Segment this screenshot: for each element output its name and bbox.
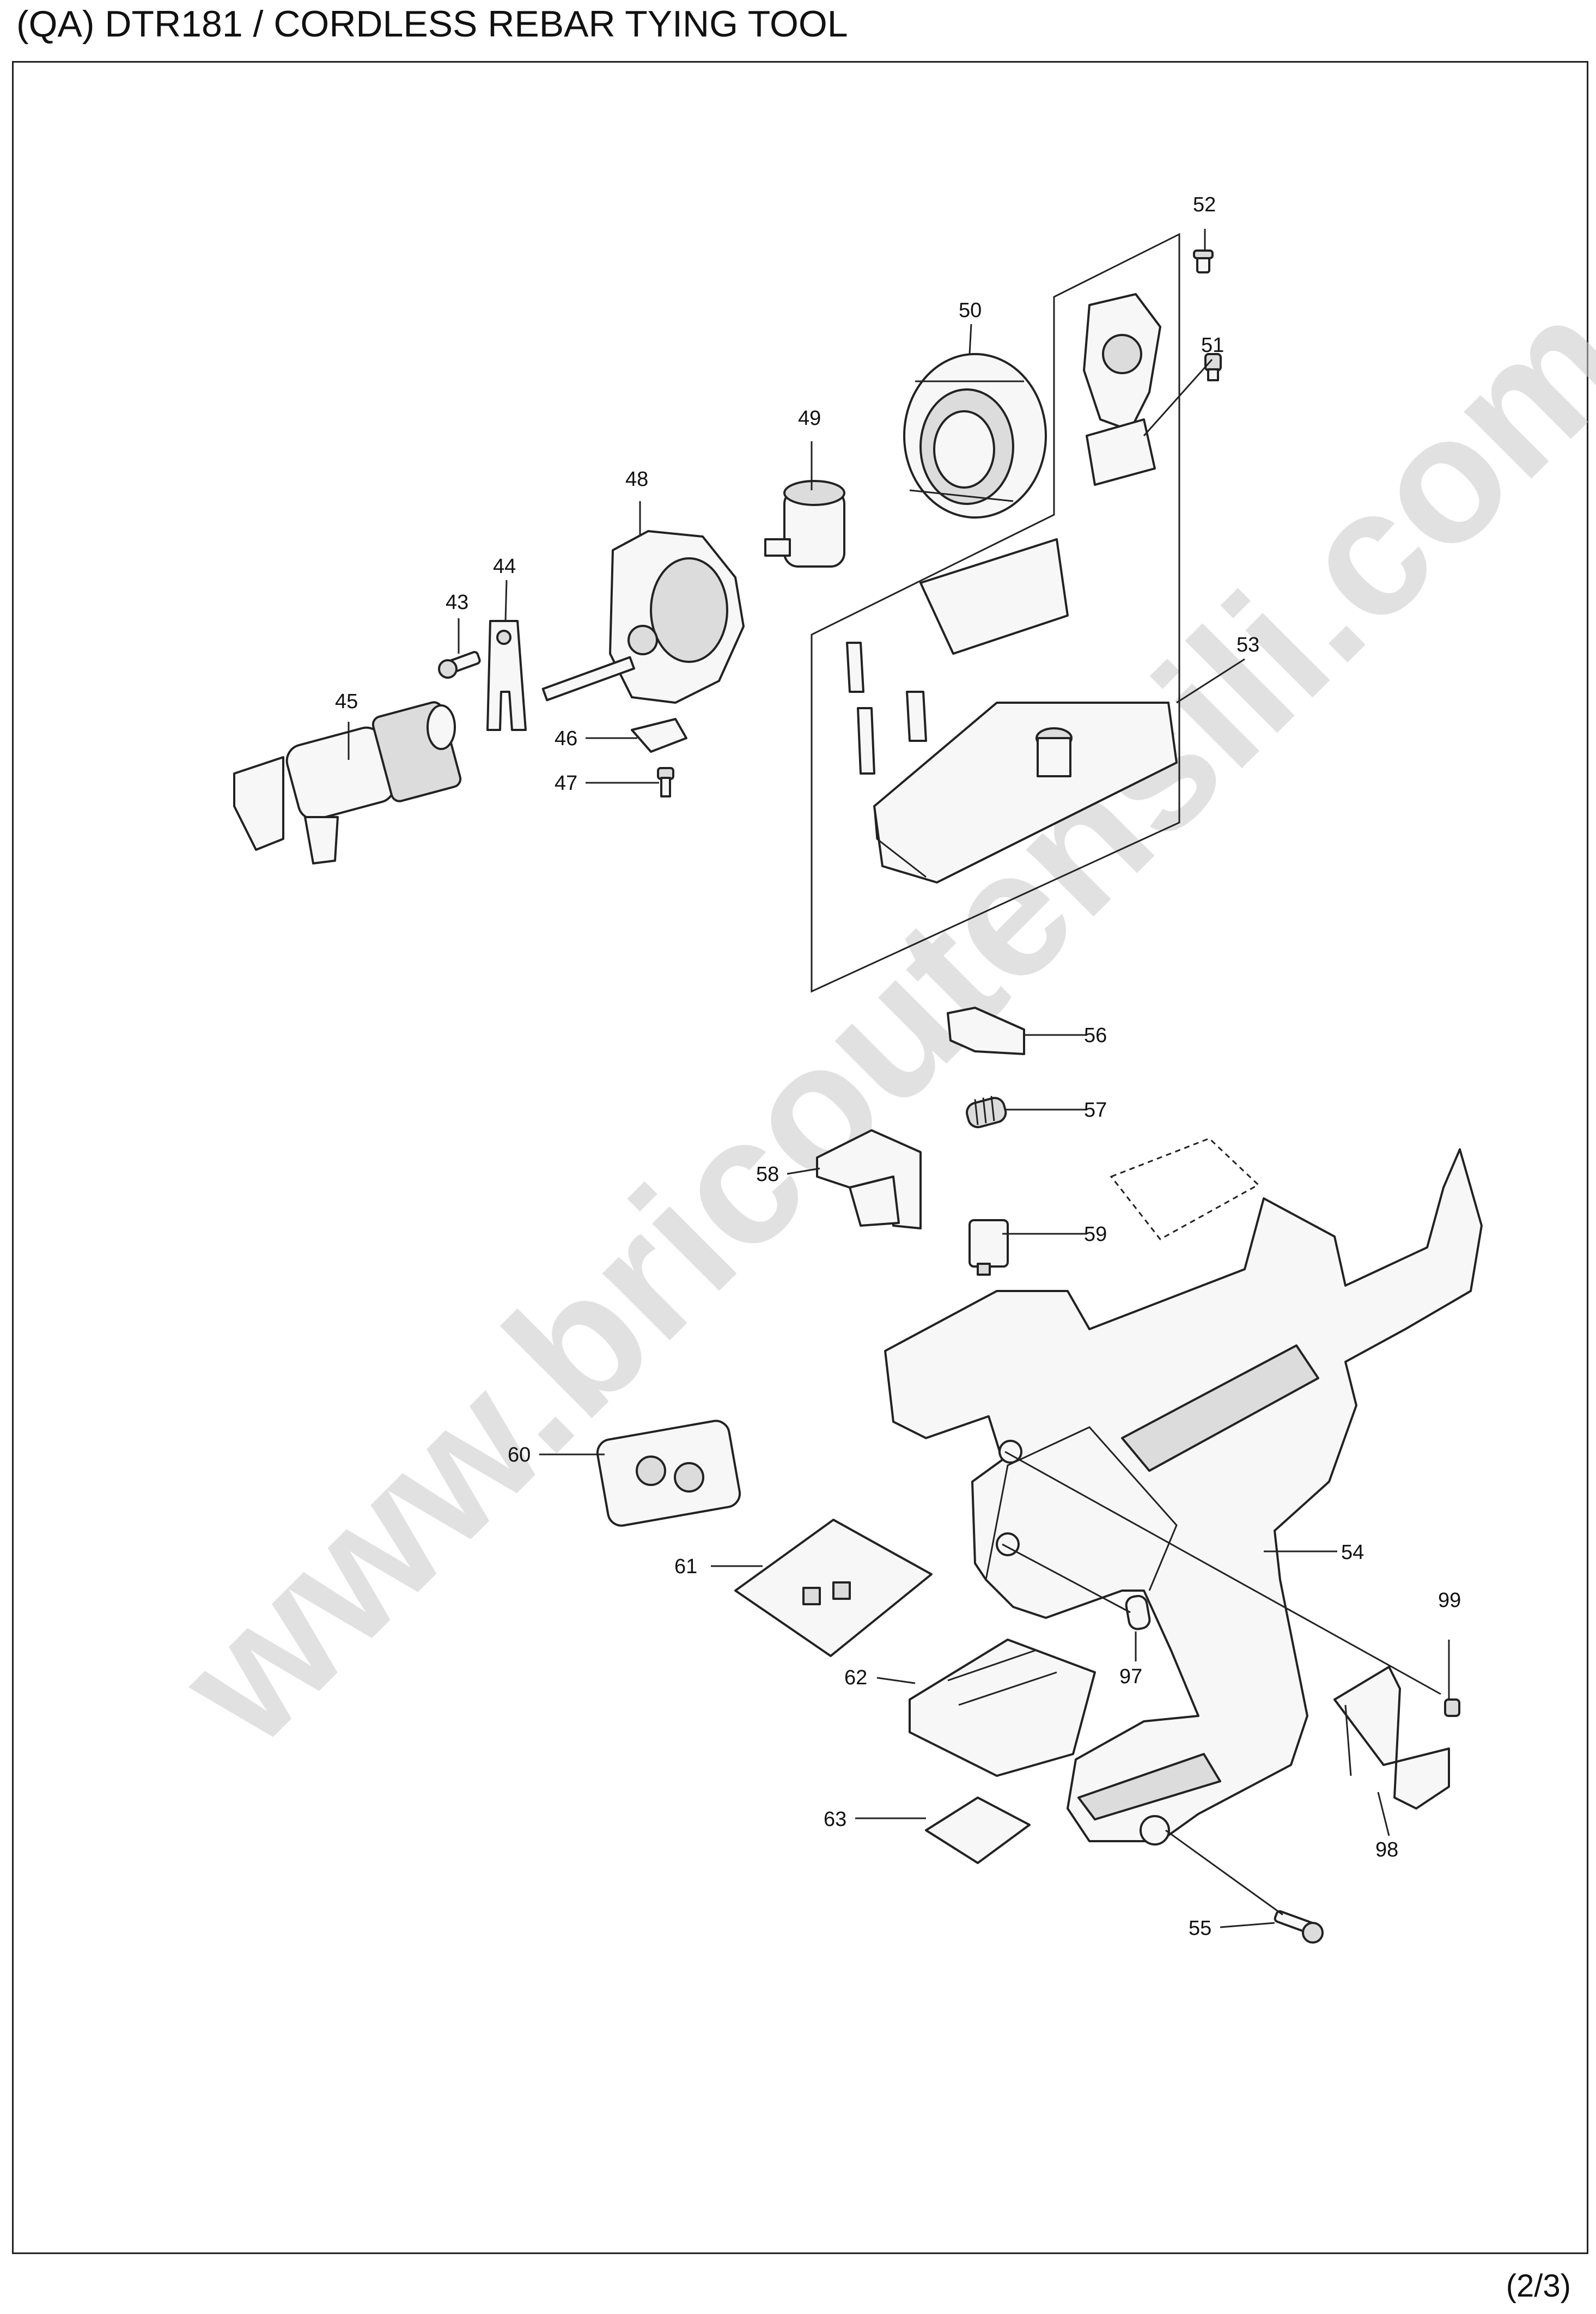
callout-62: 62 xyxy=(844,1666,867,1689)
wire-guide-part xyxy=(1110,1137,1260,1240)
callout-59: 59 xyxy=(1084,1223,1107,1246)
part-62-battery-terminal xyxy=(909,1639,1096,1777)
part-53-controller-assembly xyxy=(846,538,1178,884)
part-57-spring xyxy=(966,1095,1007,1129)
part-63-label xyxy=(925,1797,1031,1864)
page-title: (QA) DTR181 / CORDLESS REBAR TYING TOOL xyxy=(16,3,848,45)
part-97-pin xyxy=(1125,1594,1151,1630)
part-52-screw xyxy=(1193,249,1214,273)
part-56-lever xyxy=(947,1007,1025,1055)
part-58-trigger xyxy=(816,1129,922,1229)
callout-46: 46 xyxy=(555,727,577,750)
callout-57: 57 xyxy=(1084,1099,1107,1122)
callout-55: 55 xyxy=(1189,1917,1211,1940)
callout-58: 58 xyxy=(756,1163,779,1186)
callout-44: 44 xyxy=(493,555,516,578)
callout-99: 99 xyxy=(1438,1589,1461,1612)
callout-50: 50 xyxy=(959,299,982,322)
part-46-plate xyxy=(631,718,687,753)
part-61-circuit-board xyxy=(734,1519,933,1657)
callout-61: 61 xyxy=(674,1555,697,1578)
callout-49: 49 xyxy=(798,407,821,430)
part-43-screw xyxy=(438,651,481,679)
part-44-bracket xyxy=(486,620,527,731)
callout-47: 47 xyxy=(555,772,577,795)
callout-43: 43 xyxy=(446,591,468,614)
part-59-switch xyxy=(968,1219,1009,1276)
callout-53: 53 xyxy=(1236,634,1259,656)
callout-54: 54 xyxy=(1341,1541,1364,1564)
callout-45: 45 xyxy=(335,690,358,713)
part-48-gear-housing xyxy=(541,530,745,704)
part-55-screw xyxy=(1274,1910,1324,1944)
part-50-stator xyxy=(903,353,1047,519)
callout-63: 63 xyxy=(824,1808,846,1831)
assembly-group-outline xyxy=(811,233,1180,993)
callout-leader-lines xyxy=(348,229,1450,1928)
callout-52: 52 xyxy=(1193,193,1216,216)
part-51-screw xyxy=(1204,353,1222,381)
callout-56: 56 xyxy=(1084,1024,1107,1047)
page-number: (2/3) xyxy=(1506,2268,1571,2304)
diagram-frame xyxy=(12,61,1588,2254)
callout-98: 98 xyxy=(1375,1838,1398,1861)
part-99-screw xyxy=(1444,1698,1460,1717)
part-49-rotor xyxy=(764,480,845,568)
part-45-twister-assembly xyxy=(233,701,462,864)
callout-97: 97 xyxy=(1119,1665,1142,1688)
part-switch-plate xyxy=(1083,293,1161,486)
callout-51: 51 xyxy=(1201,334,1224,357)
callout-labels: 52 50 51 49 48 44 43 53 45 46 47 56 57 5… xyxy=(335,193,1461,1940)
callout-60: 60 xyxy=(508,1444,531,1466)
part-54-housing xyxy=(884,1148,1483,1846)
part-60-button-pad xyxy=(596,1420,741,1527)
part-98-bracket xyxy=(1333,1666,1450,1810)
callout-48: 48 xyxy=(625,468,648,491)
part-47-screw xyxy=(657,767,674,797)
